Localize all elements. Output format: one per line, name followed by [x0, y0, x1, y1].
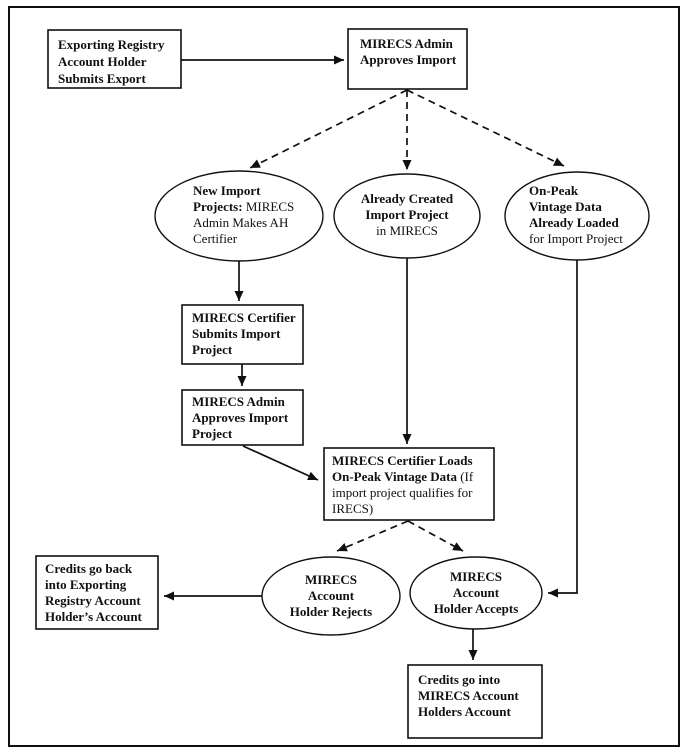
- onpeak-loaded-shape: [504, 171, 650, 261]
- connector-admin-approves-to-certifier-loads: [242, 445, 319, 481]
- certifier-submits-shape: [181, 304, 304, 365]
- export-submit-shape: [47, 29, 182, 89]
- new-import-projects-shape: [154, 170, 324, 262]
- admin-approves-project-shape: [181, 389, 304, 446]
- holder-rejects-shape: [261, 556, 401, 636]
- credits-into-shape: [407, 664, 543, 739]
- connector-certifier-loads-to-rejects: [336, 520, 409, 552]
- admin-approves-import-shape: [347, 28, 468, 90]
- connector-onpeak-to-accepts: [548, 260, 578, 598]
- connector-admin-to-new-import: [249, 89, 408, 169]
- connector-admin-to-onpeak: [406, 89, 565, 167]
- already-created-shape: [333, 173, 481, 259]
- certifier-loads-shape: [323, 447, 495, 521]
- page-border: [8, 6, 680, 747]
- credits-back-shape: [35, 555, 159, 630]
- holder-accepts-shape: [409, 556, 543, 630]
- connector-certifier-loads-to-accepts: [407, 520, 464, 552]
